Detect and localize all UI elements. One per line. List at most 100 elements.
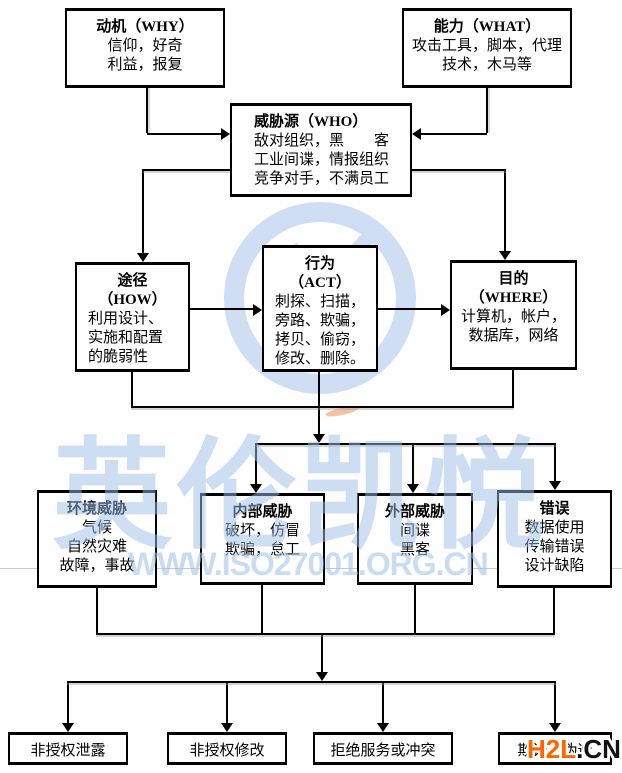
node-outcome-fraud: 欺诈，伪造 <box>498 732 612 765</box>
connector-line <box>226 681 228 725</box>
node-outcome-unauthorized-modification: 非授权修改 <box>167 732 287 765</box>
node-path-how: 途径（HOW） 利用设计、实施和配置的脆弱性 <box>75 262 190 372</box>
text-line: 数据库，网络 <box>468 328 559 344</box>
text-line: 敌对组织，黑 客 <box>254 133 390 149</box>
connector-line <box>553 588 555 633</box>
node-internal-threat: 内部威胁 破坏，仿冒欺骗，怠工 <box>200 493 325 585</box>
arrow-down-icon <box>407 484 419 493</box>
connector-line <box>378 308 442 310</box>
text-line: 刺探、扫描， <box>274 294 365 310</box>
node-target-where: 目的 （WHERE） 计算机，帐户， 数据库，网络 <box>450 260 577 370</box>
text-line: 信仰，好奇 <box>107 38 183 54</box>
connector-line <box>554 443 556 483</box>
text-line: 竞争对手，不满员工 <box>254 171 390 187</box>
arrow-down-icon <box>549 723 561 732</box>
outcome-label: 非授权修改 <box>189 743 265 759</box>
node-title: 行为（ACT） <box>264 255 376 293</box>
node-body: 计算机，帐户， 数据库，网络 <box>452 308 575 346</box>
text-line: 故障，事故 <box>59 558 135 574</box>
connector-line <box>420 133 487 135</box>
arrow-down-icon <box>250 484 262 493</box>
connector-line <box>142 169 144 255</box>
node-title: 错误 <box>499 500 610 519</box>
connector-line <box>318 372 320 436</box>
node-title: 目的 （WHERE） <box>452 270 575 308</box>
connector-line <box>504 169 506 253</box>
node-act: 行为（ACT） 刺探、扫描， 旁路、欺骗， 拷贝、偷窃， 修改、删除。 <box>262 245 378 372</box>
node-body: 数据使用传输错误设计缺陷 <box>499 519 610 576</box>
text-line: 破坏，仿冒 <box>224 523 300 539</box>
text-line: （HOW） <box>98 292 167 308</box>
text-line: 传输错误 <box>524 539 585 555</box>
text-line: 目的 <box>498 271 529 287</box>
node-title: 环境威胁 <box>39 500 155 519</box>
text-line: 动机（WHY） <box>96 19 194 35</box>
text-line: 拷贝、偷窃， <box>274 332 365 348</box>
node-body: 破坏，仿冒欺骗，怠工 <box>202 522 323 560</box>
h2l-site-logo: H2L.CN <box>527 736 621 762</box>
text-line: 攻击工具，脚本，代理 <box>411 38 562 54</box>
node-title: 外部威胁 <box>359 503 471 522</box>
text-line: 欺骗，怠工 <box>224 542 300 558</box>
connector-line <box>412 443 414 486</box>
text-line: 外部威胁 <box>384 504 445 520</box>
node-body: 攻击工具，脚本，代理技术，木马等 <box>404 37 570 75</box>
node-motive-why: 动机（WHY） 信仰，好奇利益，报复 <box>65 8 225 88</box>
text-line: 错误 <box>539 501 570 517</box>
h2l-logo-primary: H2L <box>527 734 577 764</box>
connector-line <box>321 633 323 674</box>
arrow-down-icon <box>377 723 389 732</box>
connector-line <box>486 88 488 133</box>
node-title: 内部威胁 <box>202 503 323 522</box>
node-outcome-denial-of-service: 拒绝服务或冲突 <box>313 732 453 765</box>
connector-line <box>131 406 514 408</box>
connector-line <box>67 681 69 725</box>
text-line: 计算机，帐户， <box>460 309 566 325</box>
arrow-down-icon <box>549 481 561 490</box>
text-line: 工业间谍，情报组织 <box>254 152 390 168</box>
text-line: 环境威胁 <box>66 501 127 517</box>
connector-line <box>146 88 148 133</box>
node-title: 途径（HOW） <box>77 272 188 310</box>
node-capability-what: 能力（WHAT） 攻击工具，脚本，代理技术，木马等 <box>402 8 572 88</box>
text-line: 设计缺陷 <box>524 558 585 574</box>
connector-line <box>143 169 231 171</box>
text-line: 内部威胁 <box>232 504 293 520</box>
connector-line <box>67 681 556 683</box>
h2l-logo-suffix: .CN <box>576 734 621 764</box>
connector-line <box>190 308 254 310</box>
connector-line <box>382 681 384 725</box>
node-body: 间谍黑客 <box>359 522 471 560</box>
arrow-right-icon <box>221 128 230 140</box>
node-body: 敌对组织，黑 客工业间谍，情报组织竞争对手，不满员工 <box>254 132 410 189</box>
node-environment-threat: 环境威胁 气候自然灾难故障，事故 <box>37 490 157 588</box>
arrow-down-icon <box>316 672 328 681</box>
node-body: 利用设计、实施和配置的脆弱性 <box>88 311 164 365</box>
text-line: 数据使用 <box>524 520 585 536</box>
node-body: 气候自然灾难故障，事故 <box>39 519 155 576</box>
text-line: 威胁源（WHO） <box>254 114 368 130</box>
connector-line <box>412 169 506 171</box>
arrow-left-icon <box>412 128 421 140</box>
connector-line <box>256 443 556 445</box>
node-body: 信仰，好奇利益，报复 <box>67 37 223 75</box>
text-line: 能力（WHAT） <box>433 19 541 35</box>
connector-line <box>147 133 223 135</box>
arrow-down-icon <box>313 434 325 443</box>
text-line: 黑客 <box>399 542 430 558</box>
text-line: 修改、删除。 <box>274 351 365 367</box>
text-line: 间谍 <box>399 523 430 539</box>
connector-line <box>131 372 133 408</box>
text-line: 气候 <box>81 520 112 536</box>
node-body: 刺探、扫描， 旁路、欺骗， 拷贝、偷窃， 修改、删除。 <box>264 293 376 369</box>
arrow-down-icon <box>221 723 233 732</box>
node-external-threat: 外部威胁 间谍黑客 <box>357 493 473 585</box>
connector-line <box>554 681 556 725</box>
connector-line <box>96 633 555 635</box>
text-line: 旁路、欺骗， <box>274 313 365 329</box>
arrow-right-icon <box>441 304 450 316</box>
text-line: （WHERE） <box>469 290 558 306</box>
arrow-down-icon <box>62 723 74 732</box>
node-title: 能力（WHAT） <box>404 18 570 37</box>
